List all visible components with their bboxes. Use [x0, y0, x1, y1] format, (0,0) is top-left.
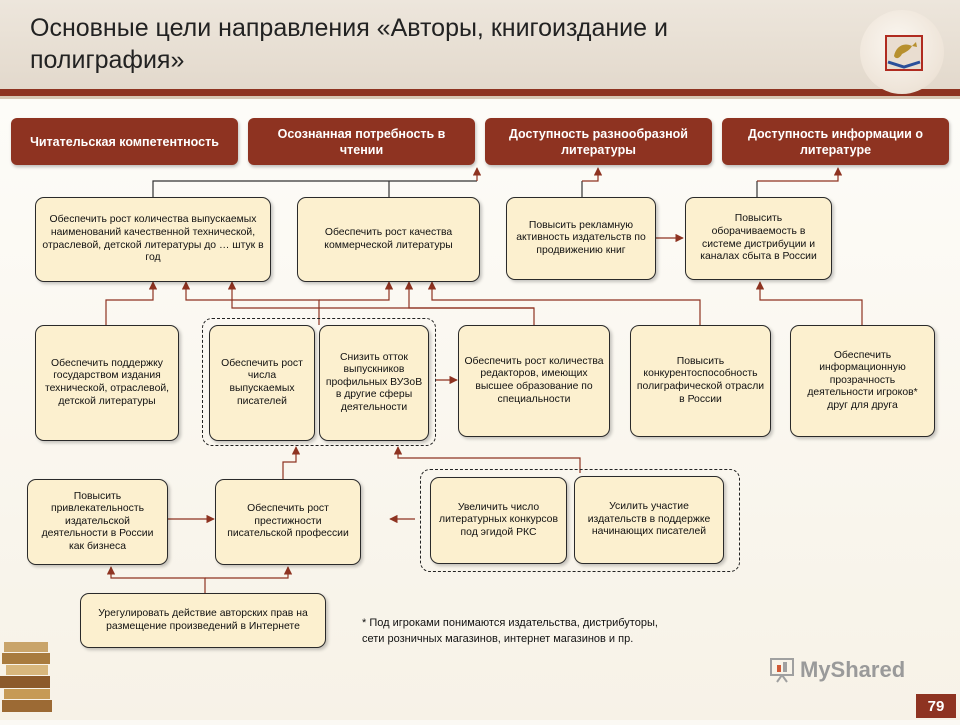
dashed-group-competitions	[420, 469, 740, 572]
books-stack-image	[0, 612, 60, 720]
task-box: Обеспечить рост качества коммерческой ли…	[297, 197, 480, 282]
task-box: Повысить конкурентоспособность полиграфи…	[630, 325, 771, 437]
footnote-line: * Под игроками понимаются издательства, …	[362, 617, 658, 629]
presentation-icon	[770, 658, 794, 683]
task-box: Обеспечить рост количества выпускаемых н…	[35, 197, 271, 282]
arrow-lines	[105, 167, 863, 593]
watermark-text: MyShared	[800, 657, 906, 682]
top-black-lines	[152, 180, 758, 197]
page-number: 79	[916, 694, 956, 718]
goal-information-availability: Доступность информации о литературе	[722, 118, 949, 165]
footnote: * Под игроками понимаются издательства, …	[362, 615, 742, 647]
emblem-logo	[860, 10, 944, 94]
task-box: Снизить отток выпускников профильных ВУЗ…	[319, 325, 429, 441]
dashed-group-writers	[202, 318, 436, 446]
footnote-line: сети розничных магазинов, интернет магаз…	[362, 633, 634, 645]
task-box: Увеличить число литературных конкурсов п…	[430, 477, 567, 564]
watermark: MyShared	[768, 656, 905, 684]
task-box: Обеспечить рост престижности писательско…	[215, 479, 361, 565]
task-box: Обеспечить поддержку государством издани…	[35, 325, 179, 441]
books-icon	[0, 642, 52, 712]
task-box: Повысить оборачиваемость в системе дистр…	[685, 197, 832, 280]
slide-header	[0, 0, 960, 96]
task-box: Обеспечить рост количества редакторов, и…	[458, 325, 610, 437]
header-shadow-band	[0, 96, 960, 99]
goal-reading-need: Осознанная потребность в чтении	[248, 118, 475, 165]
task-box: Урегулировать действие авторских прав на…	[80, 593, 326, 648]
task-box: Повысить привлекательность издательской …	[27, 479, 168, 565]
task-box: Повысить рекламную активность издательст…	[506, 197, 656, 280]
task-box: Обеспечить информационную прозрачность д…	[790, 325, 935, 437]
page-title: Основные цели направления «Авторы, книго…	[30, 14, 668, 74]
book-emblem-icon	[885, 35, 923, 71]
task-box: Обеспечить рост числа выпускаемых писате…	[209, 325, 315, 441]
goal-reading-competence: Читательская компетентность	[11, 118, 238, 165]
goal-literature-availability: Доступность разнообразной литературы	[485, 118, 712, 165]
task-box: Усилить участие издательств в поддержке …	[574, 476, 724, 564]
header-accent-band	[0, 89, 960, 96]
